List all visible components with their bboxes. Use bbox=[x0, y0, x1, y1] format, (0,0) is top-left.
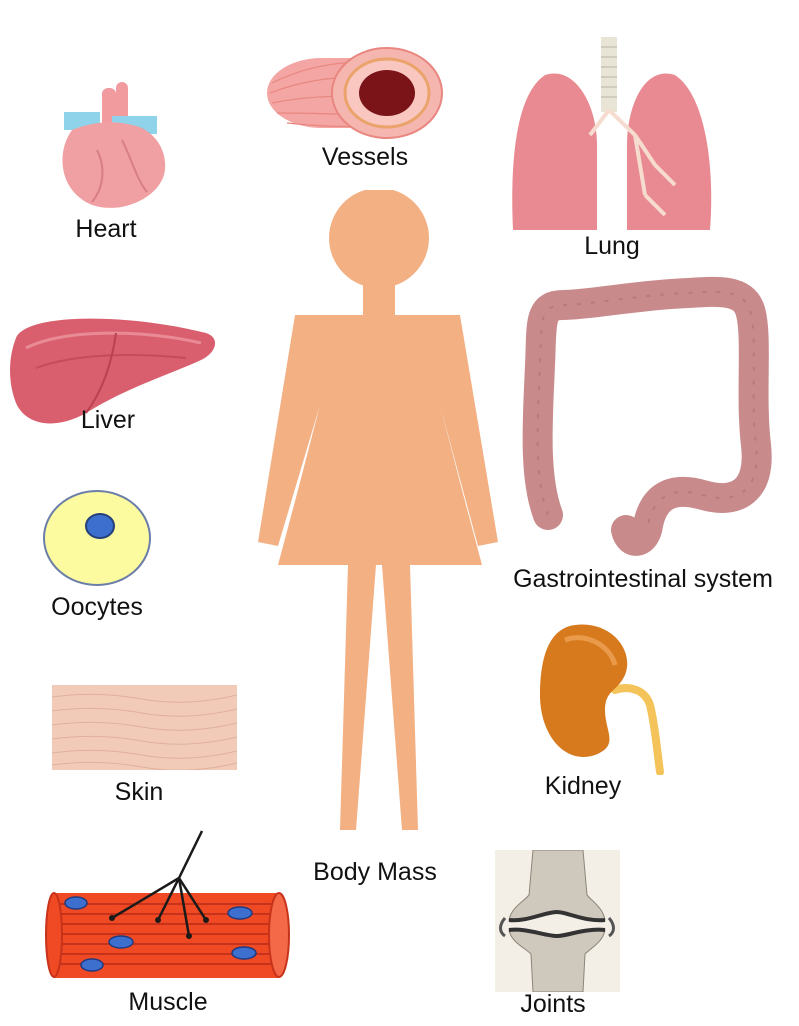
skin-label: Skin bbox=[115, 778, 164, 807]
vessel-image bbox=[262, 38, 452, 148]
oocytes-label: Oocytes bbox=[51, 593, 143, 622]
oocyte-image bbox=[42, 488, 152, 588]
heart-label: Heart bbox=[75, 215, 136, 244]
muscle-label: Muscle bbox=[128, 988, 207, 1017]
skin-image bbox=[52, 685, 237, 770]
gastrointestinal-label: Gastrointestinal system bbox=[513, 565, 773, 594]
kidney-image bbox=[535, 620, 675, 775]
lung-label: Lung bbox=[584, 232, 640, 261]
joints-label: Joints bbox=[520, 990, 585, 1019]
liver-label: Liver bbox=[81, 406, 135, 435]
joints-image bbox=[495, 850, 620, 992]
muscle-image bbox=[44, 828, 292, 988]
kidney-label: Kidney bbox=[545, 772, 621, 801]
vessels-label: Vessels bbox=[322, 143, 408, 172]
body-silhouette bbox=[250, 190, 510, 860]
gastrointestinal-image bbox=[518, 275, 778, 565]
lung-image bbox=[505, 35, 725, 235]
body-mass-label: Body Mass bbox=[313, 858, 437, 887]
heart-image bbox=[52, 80, 172, 215]
